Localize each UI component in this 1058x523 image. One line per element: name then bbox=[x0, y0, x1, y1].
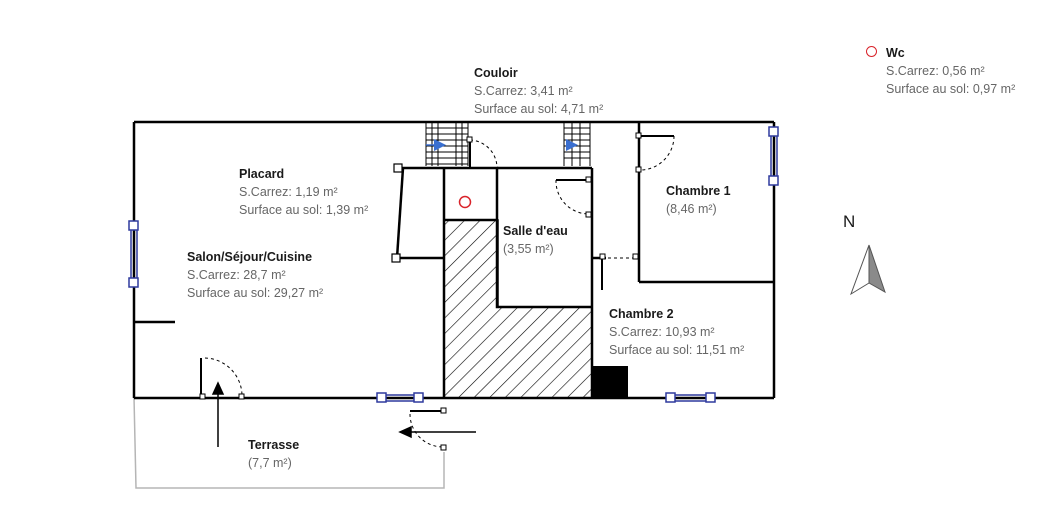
room-sol: Surface au sol: 1,39 m² bbox=[239, 203, 369, 217]
terrace-outline bbox=[133, 396, 445, 489]
compass-label: N bbox=[843, 212, 856, 231]
room-name: Placard bbox=[239, 167, 285, 181]
room-area: (8,46 m²) bbox=[666, 202, 717, 216]
room-name: Wc bbox=[886, 46, 905, 60]
room-name: Terrasse bbox=[248, 438, 300, 452]
room-label-chambre2: Chambre 2 S.Carrez: 10,93 m² Surface au … bbox=[609, 305, 744, 359]
room-carrez: S.Carrez: 28,7 m² bbox=[187, 268, 286, 282]
room-carrez: S.Carrez: 3,41 m² bbox=[474, 84, 573, 98]
entrance-arrows bbox=[211, 381, 476, 447]
room-label-salon: Salon/Séjour/Cuisine S.Carrez: 28,7 m² S… bbox=[187, 248, 323, 302]
windows bbox=[128, 126, 779, 403]
room-name: Chambre 1 bbox=[666, 184, 731, 198]
room-label-placard: Placard S.Carrez: 1,19 m² Surface au sol… bbox=[239, 165, 368, 219]
north-arrow-icon bbox=[850, 244, 886, 296]
room-label-chambre1: Chambre 1 (8,46 m²) bbox=[666, 182, 731, 218]
room-sol: Surface au sol: 0,97 m² bbox=[886, 82, 1016, 96]
wc-legend-marker bbox=[866, 46, 877, 57]
room-carrez: S.Carrez: 1,19 m² bbox=[239, 185, 338, 199]
room-label-salle-eau: Salle d'eau (3,55 m²) bbox=[503, 222, 568, 258]
stair-arrow-icon bbox=[566, 139, 578, 151]
stairs-left bbox=[425, 122, 469, 166]
room-label-couloir: Couloir S.Carrez: 3,41 m² Surface au sol… bbox=[474, 64, 603, 118]
technical-block bbox=[593, 366, 628, 398]
room-label-terrasse: Terrasse (7,7 m²) bbox=[248, 436, 299, 472]
placard-partition bbox=[391, 163, 405, 263]
room-sol: Surface au sol: 11,51 m² bbox=[609, 343, 745, 357]
room-name: Couloir bbox=[474, 66, 518, 80]
room-sol: Surface au sol: 29,27 m² bbox=[187, 286, 324, 300]
doors bbox=[199, 132, 675, 451]
room-carrez: S.Carrez: 0,56 m² bbox=[886, 64, 985, 78]
room-name: Salle d'eau bbox=[503, 224, 568, 238]
room-label-wc: Wc S.Carrez: 0,56 m² Surface au sol: 0,9… bbox=[886, 44, 1015, 98]
room-area: (3,55 m²) bbox=[503, 242, 554, 256]
room-name: Salon/Séjour/Cuisine bbox=[187, 250, 313, 264]
room-sol: Surface au sol: 4,71 m² bbox=[474, 102, 604, 116]
room-name: Chambre 2 bbox=[609, 307, 674, 321]
wc-location-marker bbox=[458, 195, 472, 209]
stair-arrow-icon bbox=[434, 139, 446, 151]
room-carrez: S.Carrez: 10,93 m² bbox=[609, 325, 715, 339]
room-area: (7,7 m²) bbox=[248, 456, 292, 470]
